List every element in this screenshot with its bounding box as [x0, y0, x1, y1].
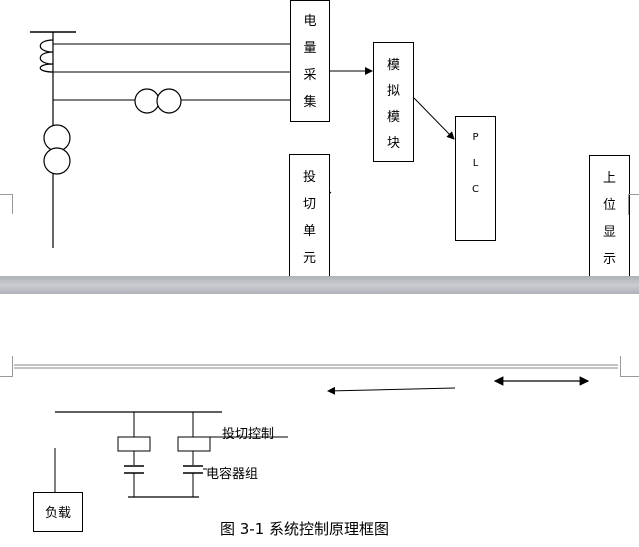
- voltage-transformer-right: [156, 88, 182, 114]
- plc-box: P L C: [455, 116, 496, 241]
- analog-module-char: 拟: [386, 84, 400, 99]
- main-transformer-bottom: [43, 147, 71, 175]
- switching-unit-box: 投 切 单 元: [289, 154, 330, 280]
- host-display-char: 示: [602, 252, 616, 267]
- switch-control-label: 投切控制: [222, 427, 275, 442]
- corner-mark: [0, 194, 13, 214]
- switching-unit-char: 投: [302, 170, 316, 185]
- switching-unit-char: 单: [302, 224, 316, 239]
- analog-module-char: 模: [386, 58, 400, 73]
- page-break-gap: [0, 276, 639, 294]
- figure-caption: 图 3-1 系统控制原理框图: [220, 520, 390, 538]
- host-display-box: 上 位 显 示: [589, 155, 630, 280]
- load-label: 负载: [44, 506, 71, 521]
- arrow-analog-to-plc: [413, 97, 455, 140]
- host-display-char: 位: [602, 198, 616, 213]
- host-display-char: 显: [602, 225, 616, 240]
- analog-module-char: 块: [386, 136, 400, 151]
- capacitor-bank-label: 电容器组: [206, 467, 259, 482]
- main-transformer-top: [43, 124, 71, 152]
- corner-mark: [628, 194, 639, 215]
- switching-unit-char: 切: [302, 197, 316, 212]
- load-box: 负载: [33, 492, 83, 532]
- analog-module-box: 模 拟 模 块: [373, 42, 414, 162]
- power-sampling-box: 电 量 采 集: [290, 0, 330, 122]
- current-transformer-coil: [39, 39, 54, 73]
- plc-char: C: [472, 184, 479, 195]
- switch-box-right: [177, 436, 211, 452]
- plc-char: L: [472, 158, 479, 169]
- plc-char: P: [472, 132, 479, 143]
- voltage-transformer-left: [134, 88, 160, 114]
- power-sampling-char: 量: [303, 41, 317, 56]
- corner-mark: [620, 356, 639, 377]
- analog-module-char: 模: [386, 110, 400, 125]
- corner-mark: [0, 194, 12, 195]
- switching-unit-char: 元: [302, 251, 316, 266]
- power-sampling-char: 采: [303, 68, 317, 83]
- switch-box-left: [117, 436, 151, 452]
- power-sampling-char: 集: [303, 95, 317, 110]
- host-display-char: 上: [602, 171, 616, 186]
- corner-mark: [0, 356, 13, 377]
- power-sampling-char: 电: [303, 14, 317, 29]
- arrow-left: [327, 386, 456, 395]
